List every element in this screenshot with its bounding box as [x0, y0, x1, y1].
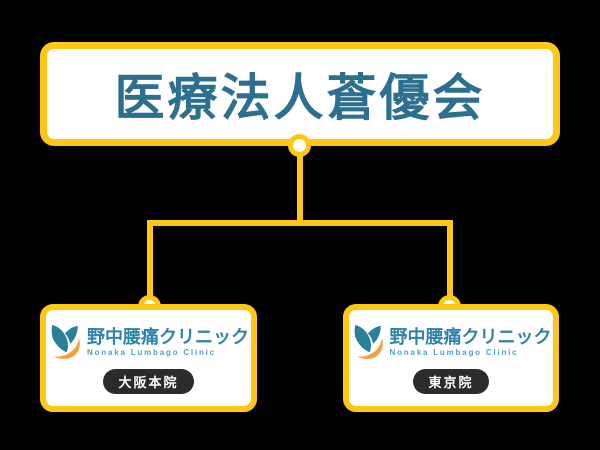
branch-badge-osaka: 大阪本院: [103, 369, 194, 394]
clinic-name: 野中腰痛クリニック: [87, 326, 249, 347]
clinic-logo-row: 野中腰痛クリニック Nonaka Lumbago Clinic: [351, 322, 552, 362]
junction-dot-top: [288, 134, 311, 157]
nonaka-clinic-logo-icon: [354, 325, 383, 359]
clinic-name-en: Nonaka Lumbago Clinic: [87, 348, 216, 358]
connector-vertical-left: [147, 222, 153, 307]
clinic-logo-text: 野中腰痛クリニック Nonaka Lumbago Clinic: [390, 327, 552, 358]
connector-vertical-right: [447, 222, 453, 307]
clinic-card-osaka: 野中腰痛クリニック Nonaka Lumbago Clinic 大阪本院: [40, 304, 257, 412]
branch-badge-tokyo: 東京院: [413, 369, 489, 394]
clinic-name: 野中腰痛クリニック: [389, 326, 552, 347]
nonaka-clinic-logo-icon: [51, 325, 80, 359]
clinic-name-en: Nonaka Lumbago Clinic: [389, 348, 519, 358]
clinic-card-tokyo: 野中腰痛クリニック Nonaka Lumbago Clinic 東京院: [343, 304, 559, 412]
organization-box: 医療法人蒼優会: [40, 42, 560, 146]
connector-vertical-top: [297, 146, 303, 222]
connector-horizontal: [147, 220, 453, 226]
organization-title: 医療法人蒼優会: [114, 70, 486, 126]
clinic-logo-row: 野中腰痛クリニック Nonaka Lumbago Clinic: [48, 322, 249, 362]
clinic-logo-text: 野中腰痛クリニック Nonaka Lumbago Clinic: [87, 327, 249, 358]
